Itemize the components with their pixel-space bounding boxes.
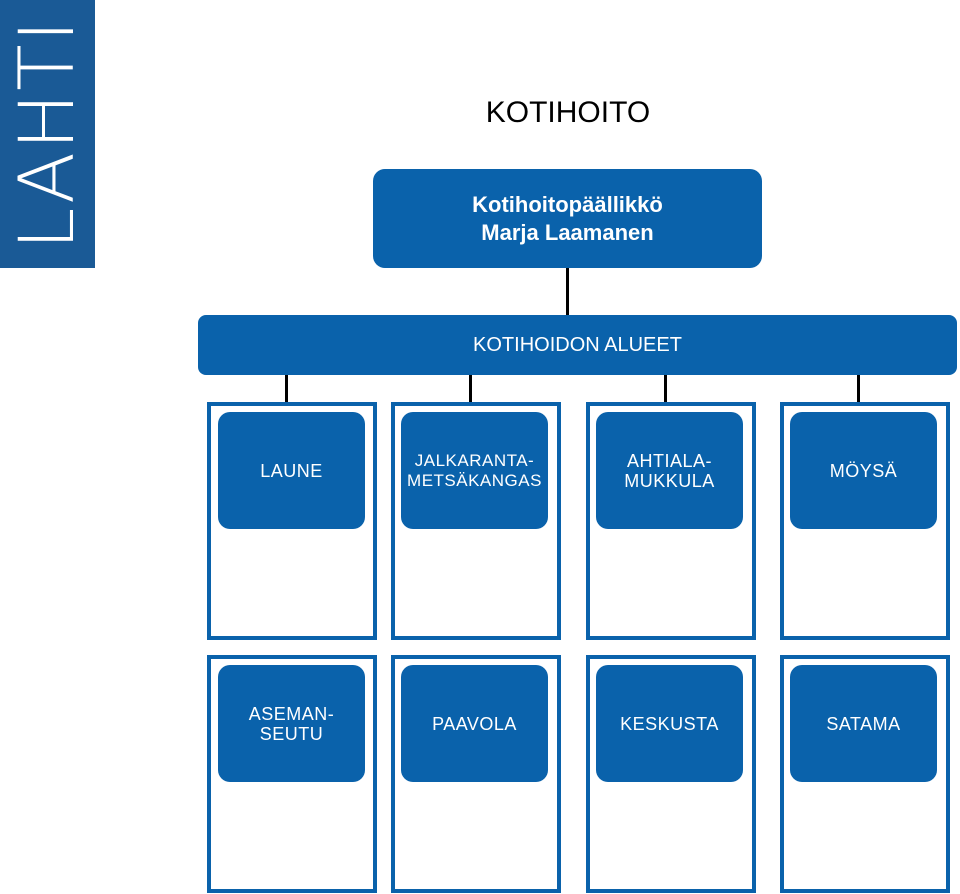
area-box-jalkaranta-metsakangas: JALKARANTA- METSÄKANGAS xyxy=(401,412,548,529)
areas-header-label: KOTIHOIDON ALUEET xyxy=(473,333,682,356)
connector-column-1 xyxy=(285,375,288,402)
chief-role: Kotihoitopäällikkö xyxy=(472,191,663,217)
connector-column-3 xyxy=(664,375,667,402)
connector-chief-to-areas xyxy=(566,268,569,315)
chief-name: Marja Laamanen xyxy=(481,219,654,245)
page-title: KOTIHOITO xyxy=(485,96,651,129)
areas-header-bar: KOTIHOIDON ALUEET xyxy=(198,315,957,375)
area-box-keskusta: KESKUSTA xyxy=(596,665,743,782)
connector-column-2 xyxy=(469,375,472,402)
area-box-satama: SATAMA xyxy=(790,665,937,782)
connector-column-4 xyxy=(857,375,860,402)
area-box-laune: LAUNE xyxy=(218,412,365,529)
lahti-logo: LAHTI xyxy=(0,0,95,268)
chief-box: Kotihoitopäällikkö Marja Laamanen xyxy=(373,169,762,268)
area-box-paavola: PAAVOLA xyxy=(401,665,548,782)
logo-text: LAHTI xyxy=(2,17,91,251)
area-box-moysa: MÖYSÄ xyxy=(790,412,937,529)
area-box-ahtiala-mukkula: AHTIALA- MUKKULA xyxy=(596,412,743,529)
area-box-asemanseutu: ASEMAN- SEUTU xyxy=(218,665,365,782)
